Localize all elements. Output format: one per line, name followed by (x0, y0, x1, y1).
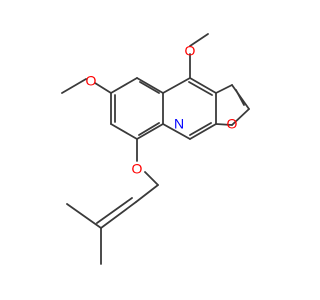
bond (189, 122, 212, 136)
molecule-canvas: O O O O N (61, 33, 250, 265)
bond (231, 108, 250, 126)
bond (189, 77, 217, 94)
bond (162, 77, 191, 94)
bond (96, 197, 133, 224)
atom-labels: O O O O N (86, 43, 238, 177)
bond (189, 123, 217, 140)
nitrogen-label: N (174, 116, 184, 132)
bond (135, 184, 159, 203)
bond (144, 171, 159, 186)
bond (189, 33, 209, 47)
bond (188, 81, 213, 96)
oxygen-label: O (132, 161, 143, 177)
bond (138, 122, 160, 136)
bond (215, 123, 233, 126)
oxygen-label: O (86, 73, 97, 89)
bond (235, 89, 245, 106)
bond (61, 78, 87, 94)
bond (162, 123, 191, 140)
bond (100, 201, 137, 229)
oxygen-label: O (185, 43, 196, 59)
oxygen-label: O (227, 116, 238, 132)
bond (94, 82, 112, 94)
bond (110, 77, 138, 94)
bond (139, 81, 160, 94)
bond (110, 123, 138, 140)
bond-lines (61, 33, 250, 265)
bond (136, 123, 164, 140)
bond (215, 84, 233, 94)
molecule-structure: O O O O N (61, 33, 250, 265)
bond (136, 77, 164, 94)
bond (66, 203, 102, 229)
